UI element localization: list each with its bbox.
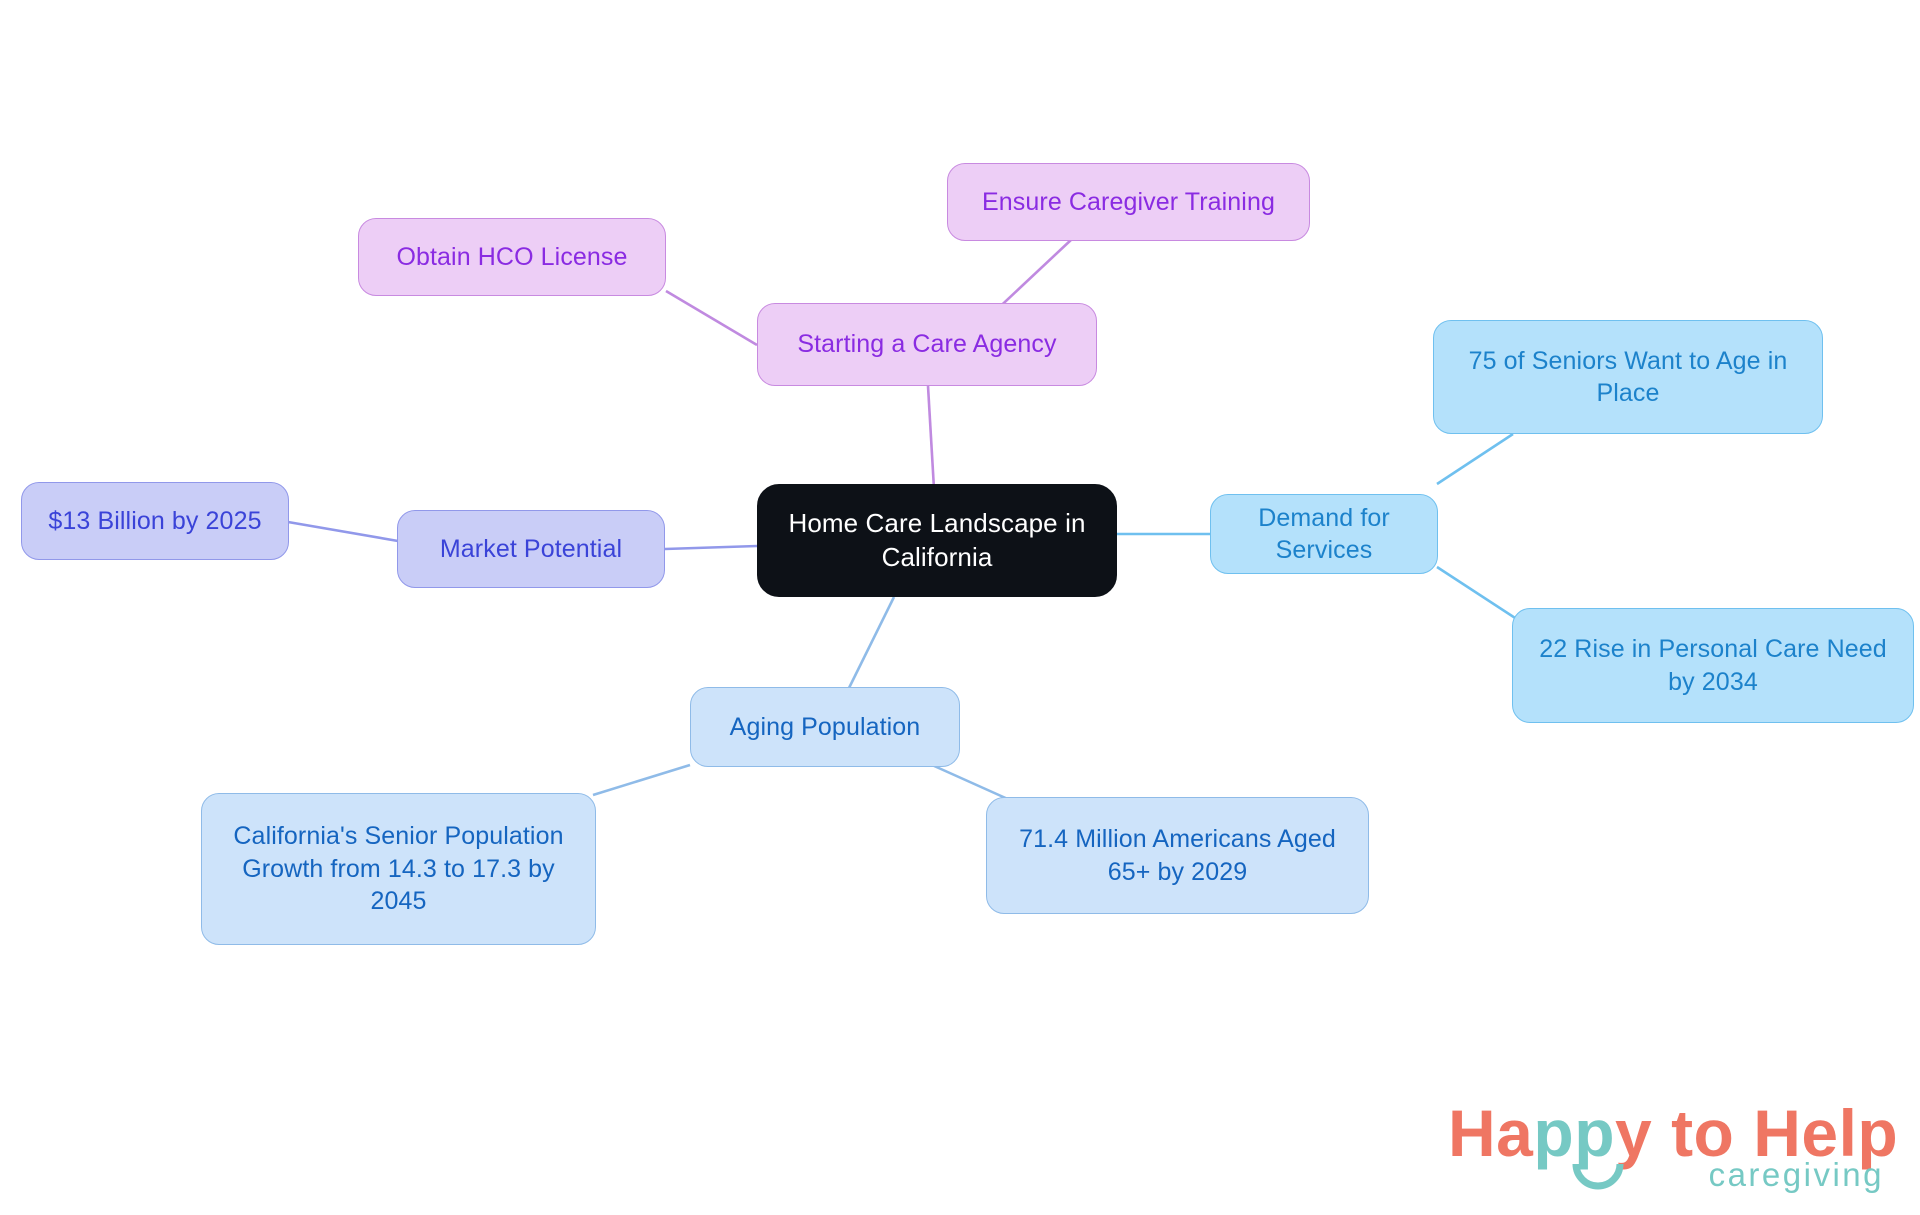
edge-demand-to-seniors-age-in-place bbox=[1436, 432, 1514, 486]
edge-aging-to-71-4-million bbox=[931, 763, 1011, 802]
edge-root-to-aging-population bbox=[847, 596, 896, 689]
node-rise-personal-care-need[interactable]: 22 Rise in Personal Care Need by 2034 bbox=[1512, 608, 1914, 723]
logo-text-to-help: to Help bbox=[1652, 1096, 1899, 1170]
node-california-senior-growth[interactable]: California's Senior Population Growth fr… bbox=[201, 793, 596, 945]
logo-wordmark: Happy to Help bbox=[1448, 1100, 1898, 1166]
edge-aging-to-california-senior-growth bbox=[592, 763, 691, 797]
edge-market-potential-to-13-billion bbox=[287, 520, 399, 543]
logo-text-y: y bbox=[1615, 1096, 1653, 1170]
node-root-home-care-landscape[interactable]: Home Care Landscape in California bbox=[757, 484, 1117, 597]
node-seniors-age-in-place[interactable]: 75 of Seniors Want to Age in Place bbox=[1433, 320, 1823, 434]
edge-root-to-starting-a-care-agency bbox=[926, 385, 936, 490]
logo-tagline: caregiving bbox=[1708, 1156, 1884, 1193]
node-demand-for-services[interactable]: Demand for Services bbox=[1210, 494, 1438, 574]
logo-text-pp: pp bbox=[1533, 1096, 1616, 1170]
edge-starting-to-obtain-hco-license bbox=[665, 289, 758, 347]
node-ensure-caregiver-training[interactable]: Ensure Caregiver Training bbox=[947, 163, 1310, 241]
edge-root-to-market-potential bbox=[664, 544, 758, 551]
node-obtain-hco-license[interactable]: Obtain HCO License bbox=[358, 218, 666, 296]
node-starting-a-care-agency[interactable]: Starting a Care Agency bbox=[757, 303, 1097, 386]
node-71-4-million-americans[interactable]: 71.4 Million Americans Aged 65+ by 2029 bbox=[986, 797, 1369, 914]
logo-text-ha: Ha bbox=[1448, 1096, 1534, 1170]
node-aging-population[interactable]: Aging Population bbox=[690, 687, 960, 767]
node-market-potential[interactable]: Market Potential bbox=[397, 510, 665, 588]
node-13-billion-by-2025[interactable]: $13 Billion by 2025 bbox=[21, 482, 289, 560]
brand-logo: Happy to Help caregiving bbox=[1448, 1100, 1898, 1208]
smile-icon bbox=[1572, 1163, 1624, 1190]
